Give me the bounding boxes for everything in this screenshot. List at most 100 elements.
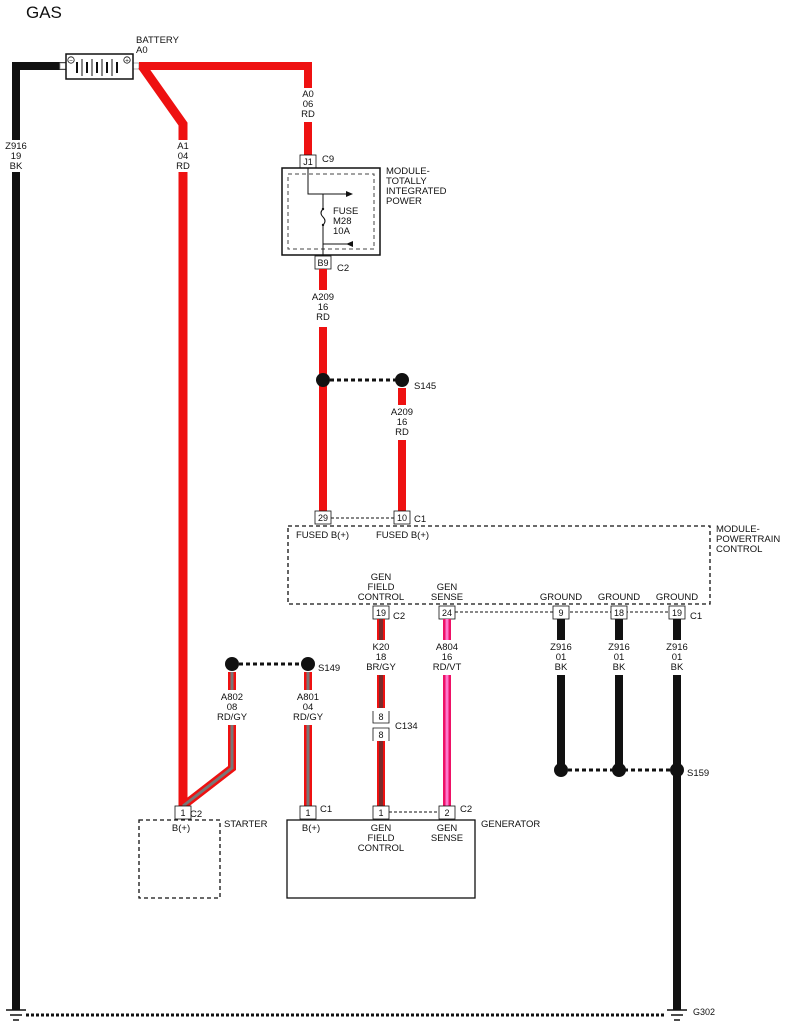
svg-text:04: 04 <box>178 151 189 162</box>
svg-text:GROUND: GROUND <box>540 592 582 603</box>
svg-text:Z916: Z916 <box>550 642 572 653</box>
svg-text:POWER: POWER <box>386 196 422 207</box>
ground-g302: G302 <box>6 1007 715 1021</box>
svg-text:08: 08 <box>227 702 238 713</box>
svg-text:18: 18 <box>614 608 624 618</box>
svg-text:19: 19 <box>376 608 386 618</box>
svg-text:GEN: GEN <box>371 572 392 583</box>
svg-text:RD/GY: RD/GY <box>293 712 324 723</box>
svg-text:01: 01 <box>556 652 567 663</box>
generator-pin-b-plus <box>299 805 317 820</box>
svg-text:A801: A801 <box>297 692 319 703</box>
starter-pin <box>174 805 192 820</box>
svg-text:GEN: GEN <box>437 823 458 834</box>
wire-a801-04: A801 04 RD/GY <box>293 672 324 806</box>
svg-text:10A: 10A <box>333 226 351 237</box>
svg-text:BK: BK <box>555 662 568 673</box>
pcm-box <box>287 525 711 605</box>
wire-a1-04: A1 04 RD <box>138 63 190 806</box>
svg-text:A209: A209 <box>391 407 413 418</box>
svg-text:A802: A802 <box>221 692 243 703</box>
wire-z916-01-a: Z916 01 BK <box>550 619 572 770</box>
svg-text:A804: A804 <box>436 642 458 653</box>
svg-text:B(+): B(+) <box>302 823 320 834</box>
svg-text:C134: C134 <box>395 721 418 732</box>
svg-text:CONTROL: CONTROL <box>716 544 762 555</box>
battery-cells-icon <box>76 59 118 76</box>
svg-text:GEN: GEN <box>371 823 392 834</box>
battery-negative-terminal-icon <box>67 56 75 64</box>
svg-text:19: 19 <box>672 608 682 618</box>
wire-a0-06: A0 06 RD <box>139 62 315 156</box>
generator-label: GENERATOR <box>481 819 540 830</box>
svg-text:M28: M28 <box>333 216 351 227</box>
svg-text:C1: C1 <box>414 514 426 525</box>
svg-text:INTEGRATED: INTEGRATED <box>386 186 447 197</box>
ground-symbol-icon <box>667 1009 687 1021</box>
wire-a804-16: A804 16 RD/VT <box>433 619 462 806</box>
svg-text:16: 16 <box>442 652 453 663</box>
svg-text:FUSE: FUSE <box>333 206 358 217</box>
svg-text:8: 8 <box>378 712 383 722</box>
wire-label-line: BK <box>10 161 23 172</box>
svg-text:18: 18 <box>376 652 387 663</box>
svg-text:CONTROL: CONTROL <box>358 843 404 854</box>
svg-text:C1: C1 <box>320 804 332 815</box>
svg-text:16: 16 <box>397 417 408 428</box>
tipm-box <box>281 167 381 256</box>
wire-label-line: 19 <box>11 151 22 162</box>
wire-z916-01-b: Z916 01 BK <box>608 619 630 770</box>
wire-a209-16-branch: A209 16 RD <box>391 388 413 511</box>
ground-symbol-icon <box>6 1009 26 1021</box>
svg-text:1: 1 <box>180 808 185 818</box>
svg-text:A209: A209 <box>312 292 334 303</box>
splice-s149: S149 <box>225 657 340 674</box>
svg-text:J1: J1 <box>303 157 313 167</box>
svg-text:S149: S149 <box>318 663 340 674</box>
svg-text:K20: K20 <box>373 642 390 653</box>
svg-text:BR/GY: BR/GY <box>366 662 396 673</box>
svg-text:04: 04 <box>303 702 314 713</box>
svg-text:1: 1 <box>305 808 310 818</box>
svg-text:RD: RD <box>316 312 330 323</box>
wire-a802-08: A802 08 RD/GY <box>180 672 248 810</box>
svg-text:S159: S159 <box>687 768 709 779</box>
module-powertrain-control: MODULE- POWERTRAIN CONTROL 29 10 C1 FUSE… <box>287 510 780 622</box>
svg-text:A0: A0 <box>302 89 314 100</box>
wire-label-line: Z916 <box>5 141 27 152</box>
svg-text:FUSED B(+): FUSED B(+) <box>296 530 349 541</box>
svg-text:GROUND: GROUND <box>656 592 698 603</box>
svg-text:POWERTRAIN: POWERTRAIN <box>716 534 780 545</box>
battery: − + BATTERY A0 <box>59 35 180 80</box>
svg-text:10: 10 <box>397 513 407 523</box>
wire-a209-16-main: A209 16 RD <box>312 269 334 511</box>
svg-text:−: − <box>69 58 73 65</box>
svg-text:C9: C9 <box>322 154 334 165</box>
generator-box <box>286 819 476 899</box>
generator: 1 C1 1 2 C2 B(+) GEN FIELD CONTROL GEN S… <box>286 804 540 899</box>
svg-text:FIELD: FIELD <box>368 582 395 593</box>
svg-text:SENSE: SENSE <box>431 833 463 844</box>
svg-text:RD: RD <box>395 427 409 438</box>
svg-text:RD: RD <box>176 161 190 172</box>
svg-text:RD/VT: RD/VT <box>433 662 462 673</box>
svg-text:1: 1 <box>378 808 383 818</box>
battery-label: BATTERY <box>136 35 180 46</box>
svg-text:A1: A1 <box>177 141 189 152</box>
svg-text:2: 2 <box>444 808 449 818</box>
pcm-pin-29 <box>314 510 332 525</box>
splice-s145: S145 <box>316 373 436 392</box>
svg-text:B9: B9 <box>317 258 328 268</box>
module-totally-integrated-power: J1 C9 FUSE M28 10A MODULE- TOTALLY INTEG… <box>281 154 447 274</box>
generator-pin-field <box>372 805 390 820</box>
svg-text:29: 29 <box>318 513 328 523</box>
svg-text:GEN: GEN <box>437 582 458 593</box>
arrow-right-icon <box>346 191 353 197</box>
ground-label: G302 <box>693 1007 715 1017</box>
svg-text:C2: C2 <box>190 809 202 820</box>
diagram-title: GAS <box>26 3 62 22</box>
svg-text:Z916: Z916 <box>666 642 688 653</box>
starter-label: STARTER <box>224 819 268 830</box>
wire-k20-18: K20 18 BR/GY <box>366 619 396 806</box>
battery-id: A0 <box>136 45 148 56</box>
